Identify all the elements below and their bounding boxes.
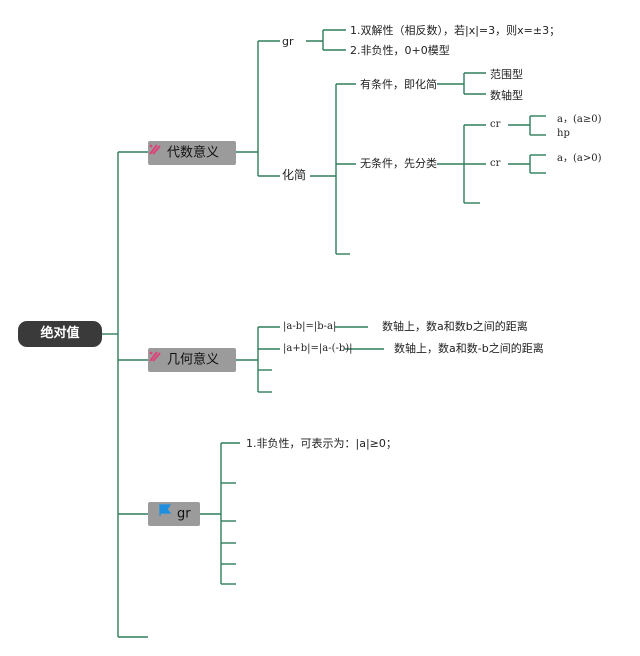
- non-negativity-item[interactable]: 1.非负性，可表示为：|a|≥0；: [246, 437, 397, 450]
- unconditional-node[interactable]: 无条件，先分类: [360, 157, 437, 170]
- gr-node[interactable]: gr: [282, 35, 294, 48]
- branch-label: gr: [177, 506, 191, 522]
- cr-node-1[interactable]: cr: [490, 119, 501, 130]
- desc-2[interactable]: 数轴上，数a和数-b之间的距离: [394, 342, 544, 355]
- pen-icon: [148, 348, 162, 372]
- number-line-type-node[interactable]: 数轴型: [490, 89, 523, 102]
- cr-node-2[interactable]: cr: [490, 158, 501, 169]
- pen-icon: [148, 141, 162, 165]
- root-node[interactable]: 绝对值: [18, 321, 102, 347]
- cr2-item-1[interactable]: a，(a>0): [557, 153, 602, 164]
- flag-icon: [158, 502, 172, 526]
- formula-1[interactable]: |a-b|=|b-a|: [283, 321, 337, 332]
- branch-label: 代数意义: [167, 145, 220, 161]
- simplify-node[interactable]: 化简: [282, 168, 307, 182]
- gr-item-2[interactable]: 2.非负性，0+0模型: [350, 44, 450, 57]
- formula-2[interactable]: |a+b|=|a-(-b)|: [283, 343, 353, 354]
- conditional-node[interactable]: 有条件，即化简: [360, 78, 437, 91]
- branch-gr[interactable]: gr: [148, 502, 200, 526]
- cr1-item-2[interactable]: hp: [557, 128, 570, 139]
- cr1-item-1[interactable]: a，(a≥0): [557, 114, 602, 125]
- range-type-node[interactable]: 范围型: [490, 68, 523, 81]
- gr-item-1[interactable]: 1.双解性（相反数），若|x|=3，则x=±3；: [350, 24, 561, 37]
- branch-label: 几何意义: [167, 352, 220, 368]
- branch-geometric-meaning[interactable]: 几何意义: [148, 348, 236, 372]
- branch-algebraic-meaning[interactable]: 代数意义: [148, 141, 236, 165]
- desc-1[interactable]: 数轴上，数a和数b之间的距离: [382, 320, 528, 333]
